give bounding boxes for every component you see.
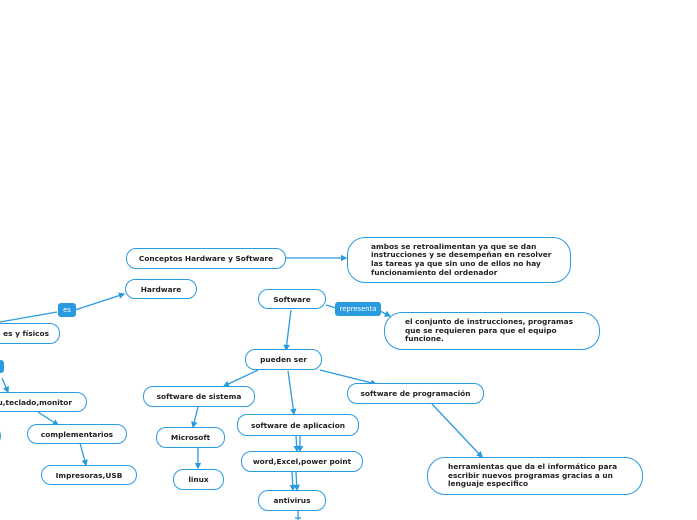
tag-left-partial[interactable] (0, 360, 4, 373)
node-microsoft[interactable]: Microsoft (156, 427, 225, 448)
edge-cpu-complementarios (37, 411, 60, 426)
edge-sistema-microsoft (191, 406, 199, 429)
edge-aplicacion-word-a (293, 435, 300, 453)
node-fisicos[interactable]: es y físicos (0, 323, 60, 344)
node-word-excel-powerpoint[interactable]: word,Excel,power point (241, 451, 363, 472)
node-software-aplicacion[interactable]: software de aplicacion (237, 414, 359, 436)
edge-complementarios-impresoras (79, 442, 88, 467)
node-pueden-ser[interactable]: pueden ser (245, 349, 322, 370)
edge-fisicos-cpu (1, 377, 9, 394)
node-impresoras-usb[interactable]: Impresoras,USB (41, 465, 137, 485)
node-herramientas[interactable]: herramientas que da el informático para … (427, 457, 643, 495)
tag-es[interactable]: es (58, 303, 76, 317)
node-linux[interactable]: linux (173, 469, 224, 490)
node-software-programacion[interactable]: software de programación (347, 383, 484, 404)
edge-fisicos-es (0, 311, 58, 323)
node-software-sistema[interactable]: software de sistema (143, 386, 255, 407)
node-conceptos[interactable]: Conceptos Hardware y Software (126, 248, 286, 269)
edge-pueden-sistema (222, 369, 259, 387)
node-hardware[interactable]: Hardware (125, 279, 197, 299)
node-complementarios[interactable]: complementarios (27, 424, 127, 444)
node-conjunto-instrucciones[interactable]: el conjunto de instrucciones, programas … (384, 312, 600, 350)
tag-representa[interactable]: representa (335, 302, 381, 316)
node-antivirus[interactable]: antivirus (258, 490, 326, 511)
edge-es-hardware (74, 292, 126, 311)
edge-word-antivirus-a (289, 471, 296, 492)
node-cpu-teclado-monitor[interactable]: pu,teclado,monitor (0, 392, 87, 412)
node-software[interactable]: Software (258, 289, 326, 309)
edge-software-representa (325, 304, 337, 309)
edge-representa-conjunto (379, 310, 392, 317)
edge-pueden-programacion (319, 369, 378, 386)
edge-software-pueden (283, 309, 292, 352)
edge-programacion-herramientas (431, 403, 483, 458)
node-ambos-retroalimentan[interactable]: ambos se retroalimentan ya que se dan in… (347, 237, 571, 283)
edge-word-antivirus-b (293, 471, 300, 492)
edge-pueden-aplicacion (287, 370, 297, 416)
